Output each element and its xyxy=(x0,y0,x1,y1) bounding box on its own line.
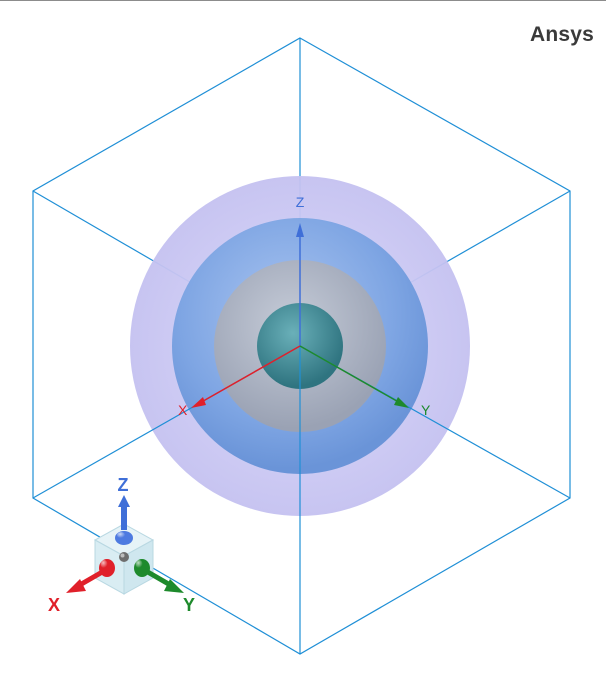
x-axis-arrow xyxy=(191,397,206,408)
triad-x-shaft xyxy=(76,568,106,589)
triad-x-label: X xyxy=(48,595,60,615)
triad-y-shaft xyxy=(144,568,174,589)
x-axis-line xyxy=(197,345,301,405)
triad-x-arrowhead xyxy=(66,579,86,593)
z-axis-arrow xyxy=(296,223,304,237)
triad-z-arrowhead xyxy=(118,495,130,507)
model-axes: Z X Y xyxy=(178,194,431,418)
triad-z-handle-shine xyxy=(117,532,125,538)
triad-y-label: Y xyxy=(183,595,195,615)
ansys-logo: Ansys xyxy=(529,23,594,46)
triad-z-label: Z xyxy=(118,475,129,495)
triad-y-handle-shine xyxy=(135,560,143,568)
orientation-triad[interactable]: Z X Y xyxy=(48,475,195,615)
y-axis-line xyxy=(299,345,403,405)
y-axis-label: Y xyxy=(421,402,431,418)
triad-z-shaft xyxy=(121,504,127,530)
triad-y-arrowhead xyxy=(164,579,184,593)
y-axis-arrow xyxy=(394,397,409,408)
x-axis-label: X xyxy=(178,402,188,418)
z-axis-label: Z xyxy=(296,194,305,210)
triad-origin[interactable] xyxy=(119,552,129,562)
triad-origin-shine xyxy=(120,553,125,558)
triad-x-handle-shine xyxy=(100,560,108,568)
